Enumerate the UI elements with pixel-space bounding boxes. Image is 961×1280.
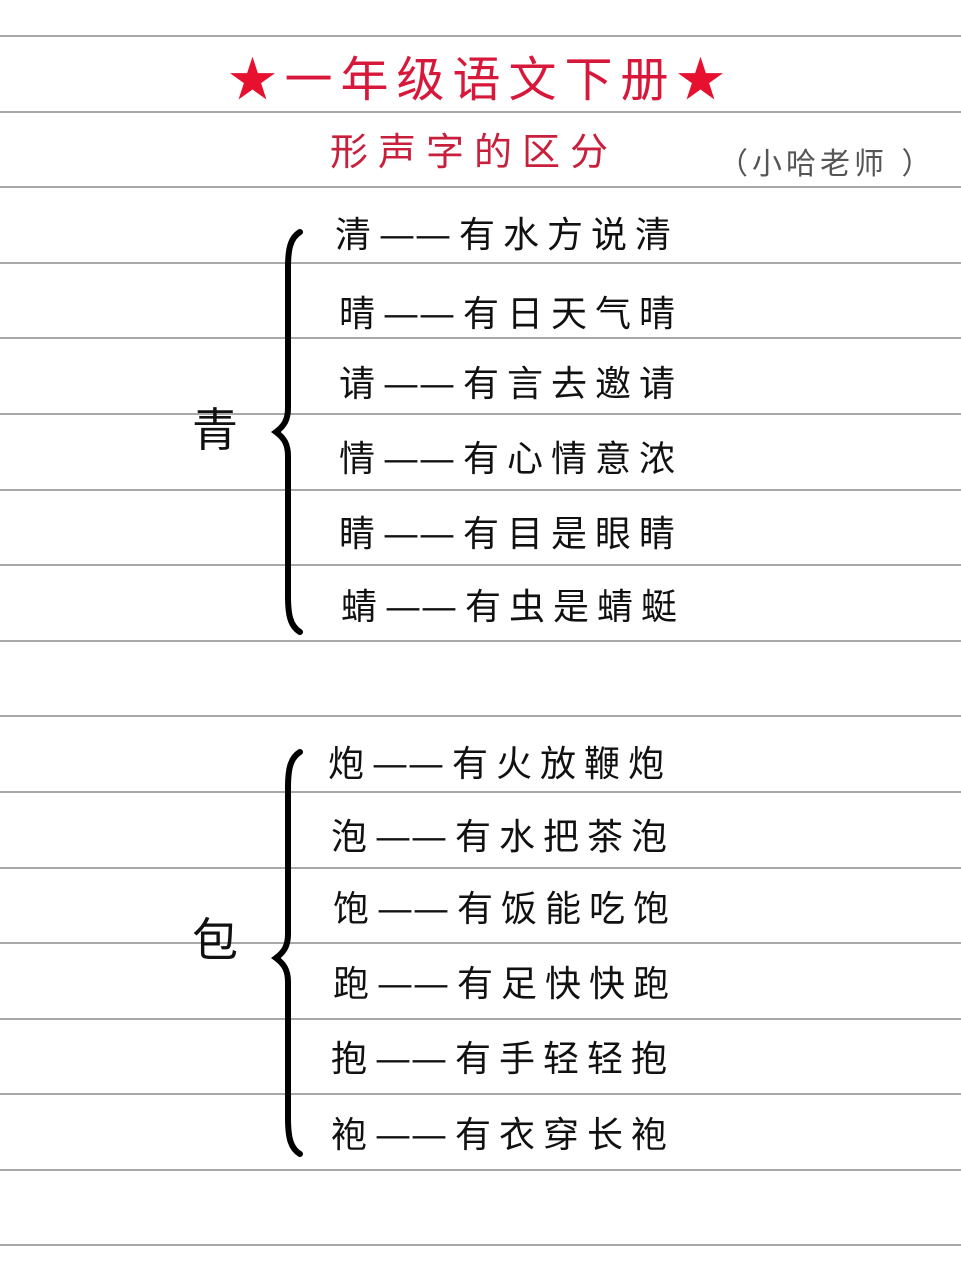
curly-brace-icon <box>271 229 303 635</box>
rule-line <box>0 1244 961 1246</box>
entry-dash: —— <box>383 294 456 335</box>
entry-character: 清 <box>335 215 380 256</box>
rule-line <box>0 791 961 793</box>
entry-dash: —— <box>375 1039 448 1080</box>
star-icon: ★ <box>676 52 733 108</box>
entry-dash: —— <box>383 439 456 480</box>
entry-character: 请 <box>339 364 384 405</box>
entry-phrase: 有言去邀请 <box>463 364 684 405</box>
rule-line <box>0 35 961 37</box>
rule-line <box>0 1018 961 1020</box>
title-text: 一年级语文下册 <box>284 52 677 108</box>
entry-row: 饱——有饭能吃饱 <box>333 888 677 932</box>
page-subtitle: 形声字的区分 <box>330 130 619 174</box>
entry-dash: —— <box>377 964 450 1005</box>
entry-phrase: 有心情意浓 <box>463 439 684 480</box>
root-character: 包 <box>192 913 238 967</box>
entry-dash: —— <box>372 744 445 785</box>
entry-row: 蜻——有虫是蜻蜓 <box>341 586 685 630</box>
rule-line <box>0 1169 961 1171</box>
entry-character: 睛 <box>339 514 384 555</box>
entry-row: 泡——有水把茶泡 <box>331 816 675 860</box>
rule-line <box>0 1093 961 1095</box>
rule-line <box>0 867 961 869</box>
rule-line <box>0 337 961 339</box>
entry-character: 情 <box>339 439 384 480</box>
entry-character: 蜻 <box>341 587 386 628</box>
entry-phrase: 有手轻轻抱 <box>455 1039 676 1080</box>
entry-phrase: 有火放鞭炮 <box>452 744 673 785</box>
entry-phrase: 有水方说清 <box>459 215 680 256</box>
entry-phrase: 有足快快跑 <box>457 964 678 1005</box>
entry-character: 饱 <box>333 889 378 930</box>
entry-phrase: 有水把茶泡 <box>455 817 676 858</box>
author-credit: （小哈老师 ） <box>718 147 936 182</box>
page-title: ★一年级语文下册★ <box>0 50 961 110</box>
rule-line <box>0 640 961 642</box>
rule-line <box>0 564 961 566</box>
entry-row: 睛——有目是眼睛 <box>339 513 683 557</box>
entry-character: 泡 <box>331 817 376 858</box>
entry-character: 跑 <box>333 964 378 1005</box>
entry-row: 晴——有日天气晴 <box>339 293 683 337</box>
star-icon: ★ <box>228 52 285 108</box>
rule-line <box>0 489 961 491</box>
curly-brace-icon <box>271 749 303 1157</box>
rule-line <box>0 186 961 188</box>
entry-phrase: 有衣穿长袍 <box>455 1115 676 1156</box>
entry-character: 抱 <box>331 1039 376 1080</box>
entry-dash: —— <box>377 889 450 930</box>
root-character: 青 <box>192 403 238 457</box>
entry-character: 炮 <box>328 744 373 785</box>
entry-dash: —— <box>383 364 456 405</box>
entry-dash: —— <box>375 817 448 858</box>
entry-character: 袍 <box>331 1115 376 1156</box>
entry-phrase: 有日天气晴 <box>463 294 684 335</box>
entry-dash: —— <box>385 587 458 628</box>
entry-phrase: 有饭能吃饱 <box>457 889 678 930</box>
entry-row: 跑——有足快快跑 <box>333 963 677 1007</box>
entry-row: 炮——有火放鞭炮 <box>328 743 672 787</box>
rule-line <box>0 942 961 944</box>
entry-phrase: 有目是眼睛 <box>463 514 684 555</box>
entry-row: 袍——有衣穿长袍 <box>331 1114 675 1158</box>
entry-dash: —— <box>383 514 456 555</box>
rule-line <box>0 111 961 113</box>
rule-line <box>0 262 961 264</box>
entry-row: 情——有心情意浓 <box>339 438 683 482</box>
entry-phrase: 有虫是蜻蜓 <box>465 587 686 628</box>
rule-line <box>0 413 961 415</box>
rule-line <box>0 715 961 717</box>
entry-character: 晴 <box>339 294 384 335</box>
entry-dash: —— <box>379 215 452 256</box>
entry-dash: —— <box>375 1115 448 1156</box>
entry-row: 清——有水方说清 <box>335 214 679 258</box>
entry-row: 请——有言去邀请 <box>339 363 683 407</box>
entry-row: 抱——有手轻轻抱 <box>331 1038 675 1082</box>
